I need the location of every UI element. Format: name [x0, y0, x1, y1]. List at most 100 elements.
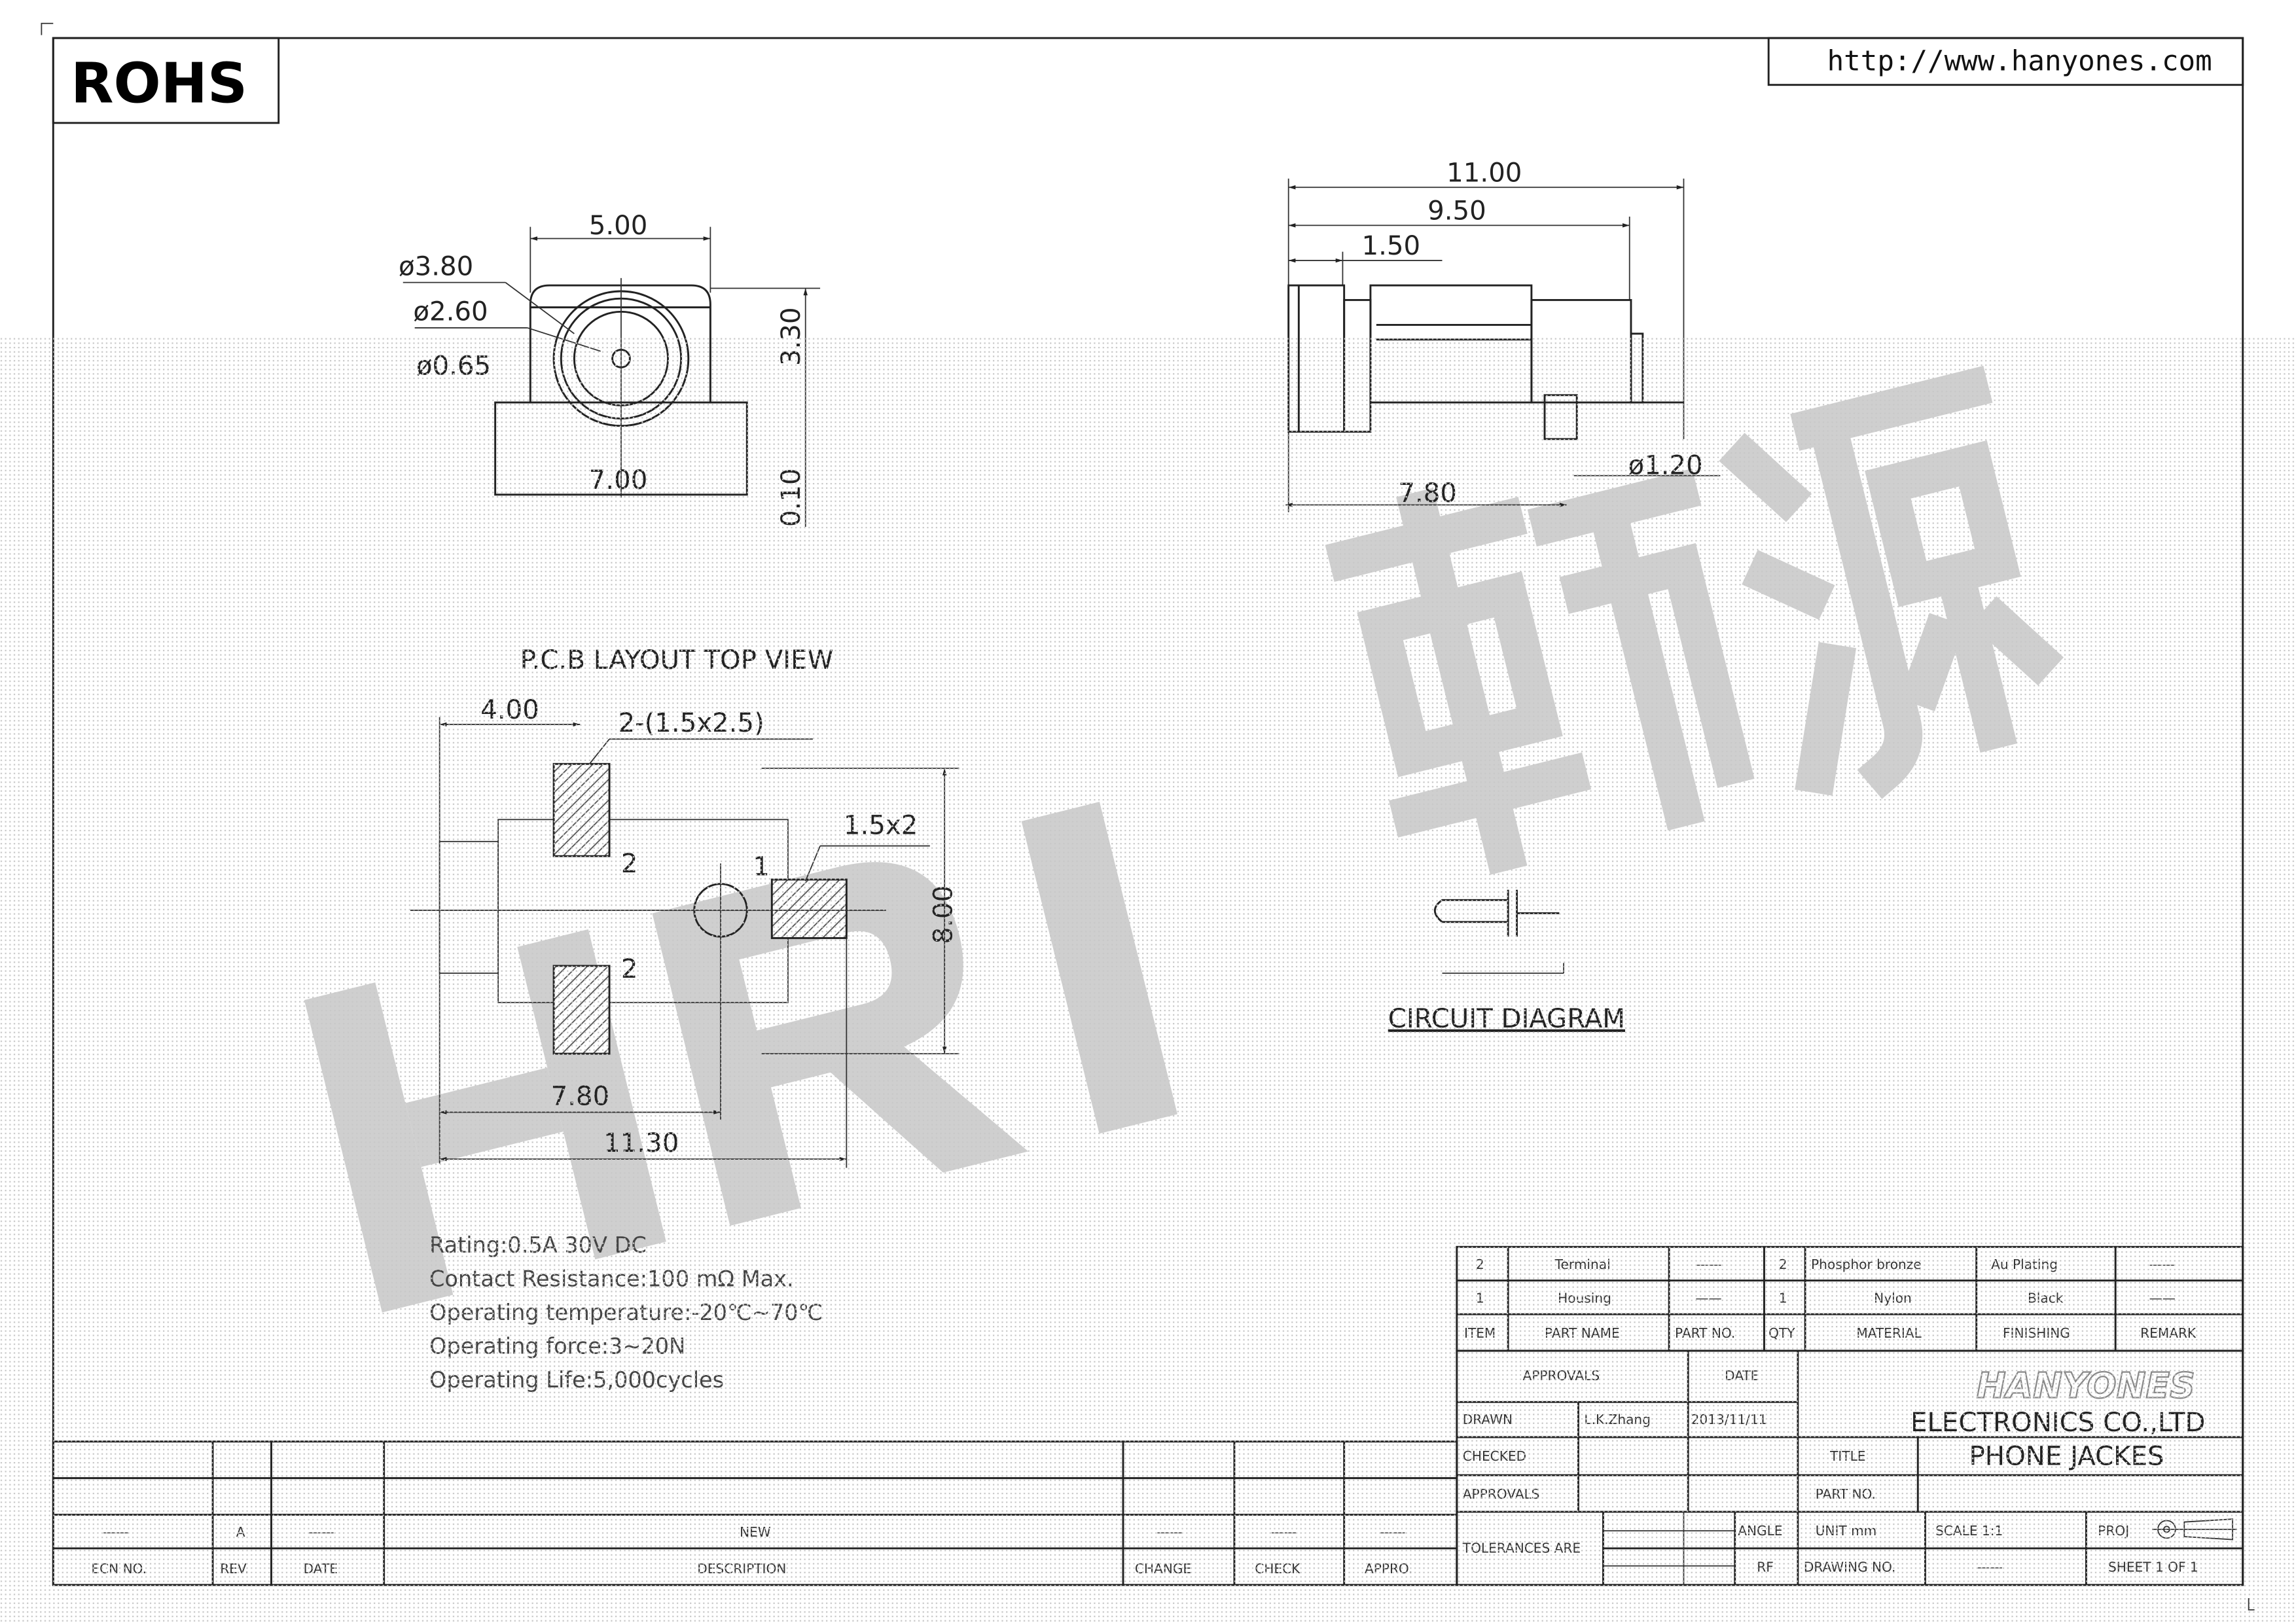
cell: 2	[1779, 1257, 1787, 1272]
dim-pin: ø1.20	[1628, 451, 1702, 481]
cell: Housing	[1558, 1290, 1611, 1306]
corner-mark	[41, 22, 54, 35]
dim-inner-width: 7.80	[551, 1081, 610, 1111]
cell: Nylon	[1874, 1290, 1912, 1306]
bom-row: 2 Terminal —— 2 Phosphor bronze Au Plati…	[1476, 1257, 2176, 1272]
title-label: TITLE	[1829, 1448, 1865, 1464]
header-cell: REMARK	[2140, 1325, 2197, 1341]
cell: ——	[103, 1524, 129, 1540]
drawn-label: DRAWN	[1463, 1412, 1513, 1427]
pad1-label: 1	[753, 851, 770, 882]
cell: ——	[1379, 1524, 1405, 1540]
specifications: Rating:0.5A 30V DC Contact Resistance:10…	[429, 1232, 823, 1393]
spec-temperature: Operating temperature:-20℃~70℃	[429, 1300, 823, 1325]
cell: ——	[1157, 1524, 1183, 1540]
cell: ——	[1695, 1257, 1721, 1272]
watermark-logo	[304, 365, 2064, 1313]
dim-d2: ø2.60	[413, 297, 488, 327]
header-cell: PART NO.	[1675, 1325, 1735, 1341]
dim-flange: 1.50	[1361, 231, 1420, 261]
dim-base-width: 7.00	[589, 465, 648, 495]
bom-row: 1 Housing —— 1 Nylon Black ——	[1476, 1290, 2176, 1306]
dim-d3: ø0.65	[416, 351, 491, 381]
revision-header: ECN NO. REV. DATE DESCRIPTION CHANGE CHE…	[91, 1561, 1412, 1577]
dim-pitch: 4.00	[480, 695, 539, 725]
cell: ——	[308, 1524, 334, 1540]
tolerances-label: TOLERANCES ARE	[1462, 1541, 1581, 1556]
header-cell: CHECK	[1255, 1561, 1300, 1577]
date-header: DATE	[1725, 1368, 1759, 1383]
header-cell: QTY	[1768, 1325, 1795, 1341]
scale-label: SCALE 1:1	[1935, 1523, 2003, 1539]
bom-table: 2 Terminal —— 2 Phosphor bronze Au Plati…	[1456, 1245, 2244, 1352]
bom-header: ITEM PART NAME PART NO. QTY MATERIAL FIN…	[1464, 1325, 2197, 1341]
dim-base: 7.80	[1398, 478, 1457, 508]
cell: 2	[1476, 1257, 1484, 1272]
projection-label: PROJ	[2098, 1523, 2129, 1539]
cell: Phosphor bronze	[1811, 1257, 1922, 1272]
company-name: ELECTRONICS CO.,LTD	[1910, 1408, 2205, 1438]
projection-symbol-icon	[2152, 1518, 2237, 1541]
approvals-header: APPROVALS	[1522, 1368, 1600, 1383]
cell: 1	[1779, 1290, 1787, 1306]
drawing-no: ——	[1977, 1560, 2003, 1575]
revision-row: —— A —— NEW —— —— ——	[103, 1524, 1405, 1540]
checked-label: CHECKED	[1463, 1448, 1526, 1464]
title-block: APPROVALS DATE DRAWN L.K.Zhang 2013/11/1…	[1456, 1349, 2244, 1586]
circuit-label: CIRCUIT DIAGRAM	[1388, 1004, 1625, 1034]
front-view: 5.00 ø3.80 ø2.60 ø0.65 7.00 3.30 0.10	[399, 211, 821, 527]
revision-table: —— A —— NEW —— —— —— ECN NO. REV. DATE D…	[52, 1440, 1458, 1586]
cell: 1	[1476, 1290, 1484, 1306]
header-cell: ECN NO.	[91, 1561, 147, 1577]
sheet-border	[52, 37, 2244, 1586]
header-cell: REV.	[220, 1561, 249, 1577]
angle-label: ANGLE	[1738, 1523, 1782, 1539]
url-box: http://www.hanyones.com	[1767, 37, 2244, 86]
cell: ——	[2149, 1257, 2176, 1272]
header-cell: PART NAME	[1545, 1325, 1620, 1341]
cell: Black	[2028, 1290, 2064, 1306]
rf-label: RF	[1757, 1560, 1774, 1575]
cell: NEW	[740, 1524, 771, 1540]
corner-mark	[2248, 1597, 2255, 1611]
pcb-title: P.C.B LAYOUT TOP VIEW	[520, 645, 834, 675]
spec-life: Operating Life:5,000cycles	[429, 1367, 724, 1393]
pad1-spec: 1.5x2	[844, 811, 918, 841]
dim-width: 5.00	[589, 211, 648, 241]
spec-force: Operating force:3~20N	[429, 1334, 685, 1359]
header-cell: DESCRIPTION	[697, 1561, 786, 1577]
drawn-date: 2013/11/11	[1691, 1412, 1767, 1427]
dim-pcb-height: 8.00	[928, 885, 958, 944]
pad2-label-top: 2	[621, 849, 638, 879]
spec-rating: Rating:0.5A 30V DC	[429, 1232, 647, 1258]
rohs-badge: ROHS	[52, 37, 280, 124]
pad2-label-bottom: 2	[621, 954, 638, 984]
circuit-diagram: CIRCUIT DIAGRAM	[1388, 889, 1625, 1034]
header-cell: APPRO.	[1365, 1561, 1412, 1577]
rohs-label: ROHS	[71, 52, 247, 116]
drawing-no-label: DRAWING NO.	[1804, 1560, 1896, 1575]
unit-label: UNIT mm	[1816, 1523, 1877, 1539]
drawn-by: L.K.Zhang	[1584, 1412, 1651, 1427]
pad-2-top	[552, 762, 611, 857]
part-no-label: PART NO.	[1816, 1486, 1876, 1502]
header-cell: MATERIAL	[1856, 1325, 1922, 1341]
cell: Au Plating	[1991, 1257, 2058, 1272]
side-view: 11.00 9.50 1.50 7.80 ø1.20	[1285, 158, 1721, 512]
pad-2-bottom	[552, 965, 611, 1055]
cell: ——	[1695, 1290, 1721, 1306]
drawing-title: PHONE JACKES	[1969, 1441, 2164, 1471]
pad-1	[770, 878, 848, 939]
header-cell: ITEM	[1464, 1325, 1496, 1341]
dim-overall: 11.00	[1446, 158, 1522, 188]
dim-outer-width: 11.30	[603, 1128, 679, 1158]
cell: Terminal	[1554, 1257, 1611, 1272]
approvals-label: APPROVALS	[1463, 1486, 1540, 1502]
header-cell: DATE	[304, 1561, 338, 1577]
dim-height: 3.30	[776, 307, 806, 366]
header-cell: FINISHING	[2003, 1325, 2070, 1341]
cell: ——	[2149, 1290, 2176, 1306]
pad2-spec: 2-(1.5x2.5)	[618, 708, 764, 738]
dim-body: 9.50	[1427, 196, 1486, 226]
